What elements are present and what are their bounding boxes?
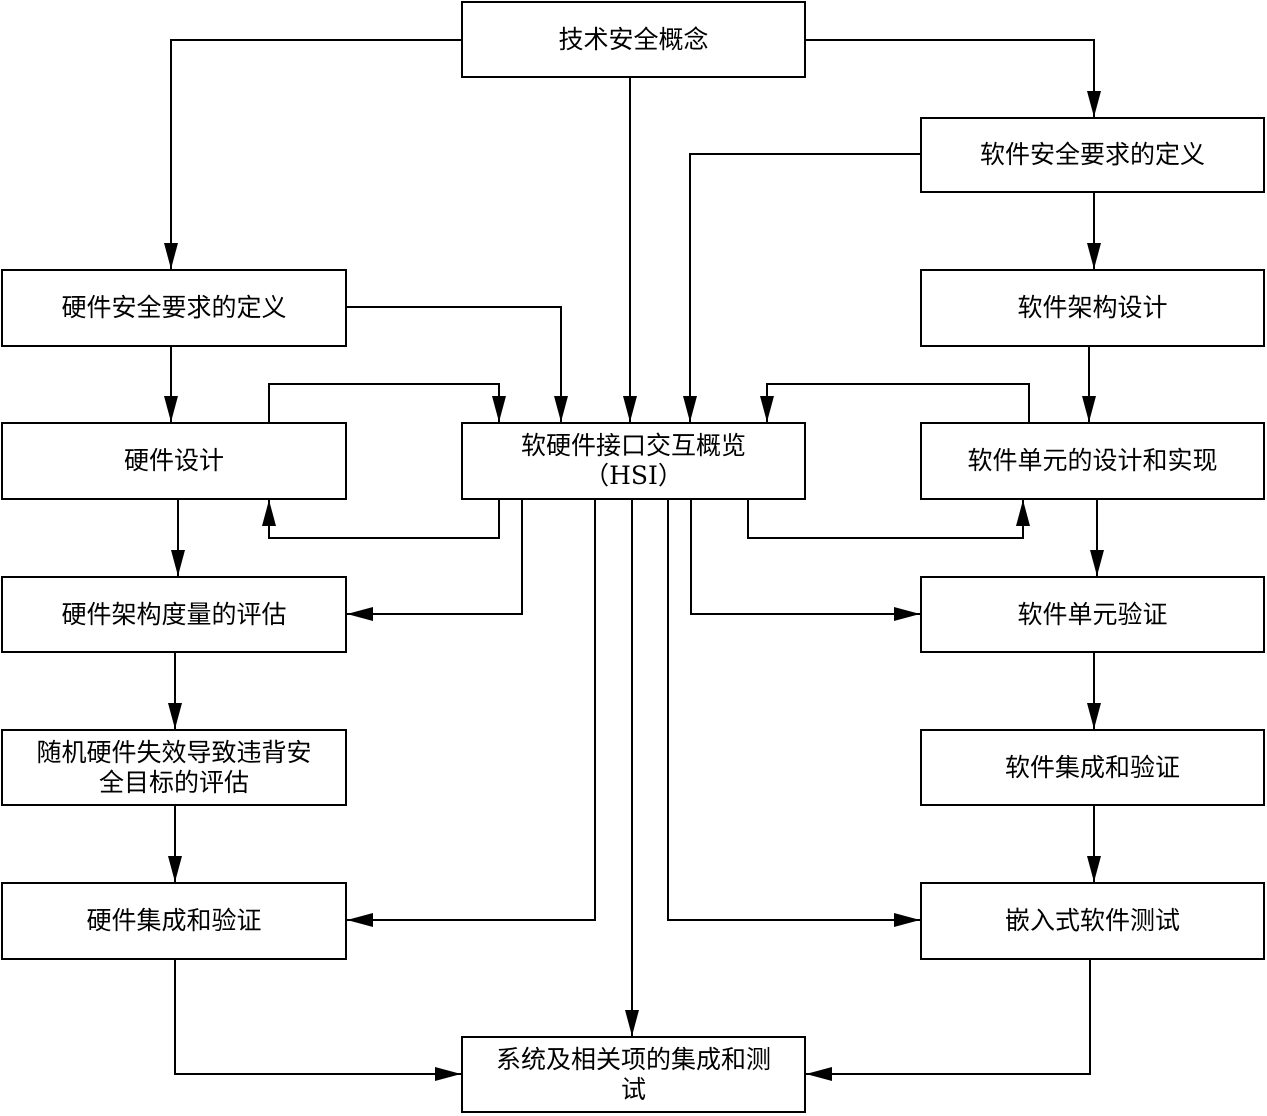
edge-sw-req-to-hsi [683, 153, 920, 422]
edge-hsi-to-hw-design [262, 500, 500, 539]
edge-tsc-to-sw-req [806, 39, 1101, 117]
node-hw-architecture-metrics: 硬件架构度量的评估 [1, 576, 347, 653]
node-label: 软件单元的设计和实现 [967, 446, 1218, 475]
node-sw-architecture-design: 软件架构设计 [920, 269, 1265, 347]
node-sw-safety-requirements: 软件安全要求的定义 [920, 117, 1265, 193]
node-label: 软件安全要求的定义 [979, 140, 1205, 169]
node-sw-integration-verification: 软件集成和验证 [920, 729, 1265, 806]
node-random-hw-failure-evaluation: 随机硬件失效导致违背安 全目标的评估 [1, 729, 347, 806]
node-sw-unit-design-implementation: 软件单元的设计和实现 [920, 422, 1265, 500]
edge-hsi-to-hw-metrics [347, 500, 523, 621]
node-label: 硬件设计 [123, 446, 224, 475]
node-label-line1: 随机硬件失效导致违背安 [36, 737, 312, 767]
node-label-line2: （HSI） [584, 461, 683, 490]
node-label-line2: 全目标的评估 [98, 767, 249, 797]
node-label: 软件集成和验证 [1004, 752, 1180, 782]
edge-embedded-test-to-sys-integ [806, 960, 1091, 1081]
node-label: 硬件架构度量的评估 [61, 599, 287, 629]
edge-hsi-to-embedded-test [667, 500, 920, 927]
edge-hw-integ-to-sys-integ [174, 960, 461, 1081]
edge-hsi-to-sw-unit-impl [747, 500, 1030, 539]
node-embedded-sw-testing: 嵌入式软件测试 [920, 882, 1265, 960]
edge-tsc-to-hw-req [164, 39, 461, 269]
edge-hw-req-to-hsi [347, 306, 568, 422]
node-label-line1: 软硬件接口交互概览 [520, 431, 746, 460]
node-label-line1: 系统及相关项的集成和测 [495, 1044, 771, 1074]
node-hsi: 软硬件接口交互概览 （HSI） [461, 422, 806, 500]
node-label-line2: 试 [620, 1074, 646, 1104]
node-label: 技术安全概念 [558, 24, 709, 54]
node-system-integration-testing: 系统及相关项的集成和测 试 [461, 1036, 806, 1113]
node-label: 软件架构设计 [1017, 293, 1168, 322]
node-label: 硬件集成和验证 [86, 906, 262, 935]
node-label: 软件单元验证 [1017, 599, 1168, 629]
node-hw-design: 硬件设计 [1, 422, 347, 500]
edge-hsi-to-hw-integ [347, 500, 596, 927]
node-sw-unit-verification: 软件单元验证 [920, 576, 1265, 653]
node-hw-safety-requirements: 硬件安全要求的定义 [1, 269, 347, 347]
node-label: 硬件安全要求的定义 [61, 293, 287, 322]
node-hw-integration-verification: 硬件集成和验证 [1, 882, 347, 960]
edge-sw-unit-impl-to-hsi [760, 383, 1030, 422]
edge-hsi-to-sw-unit-verif [690, 500, 920, 621]
node-technical-safety-concept: 技术安全概念 [461, 1, 806, 78]
node-label: 嵌入式软件测试 [1004, 906, 1180, 935]
edge-hw-design-to-hsi [268, 383, 506, 422]
